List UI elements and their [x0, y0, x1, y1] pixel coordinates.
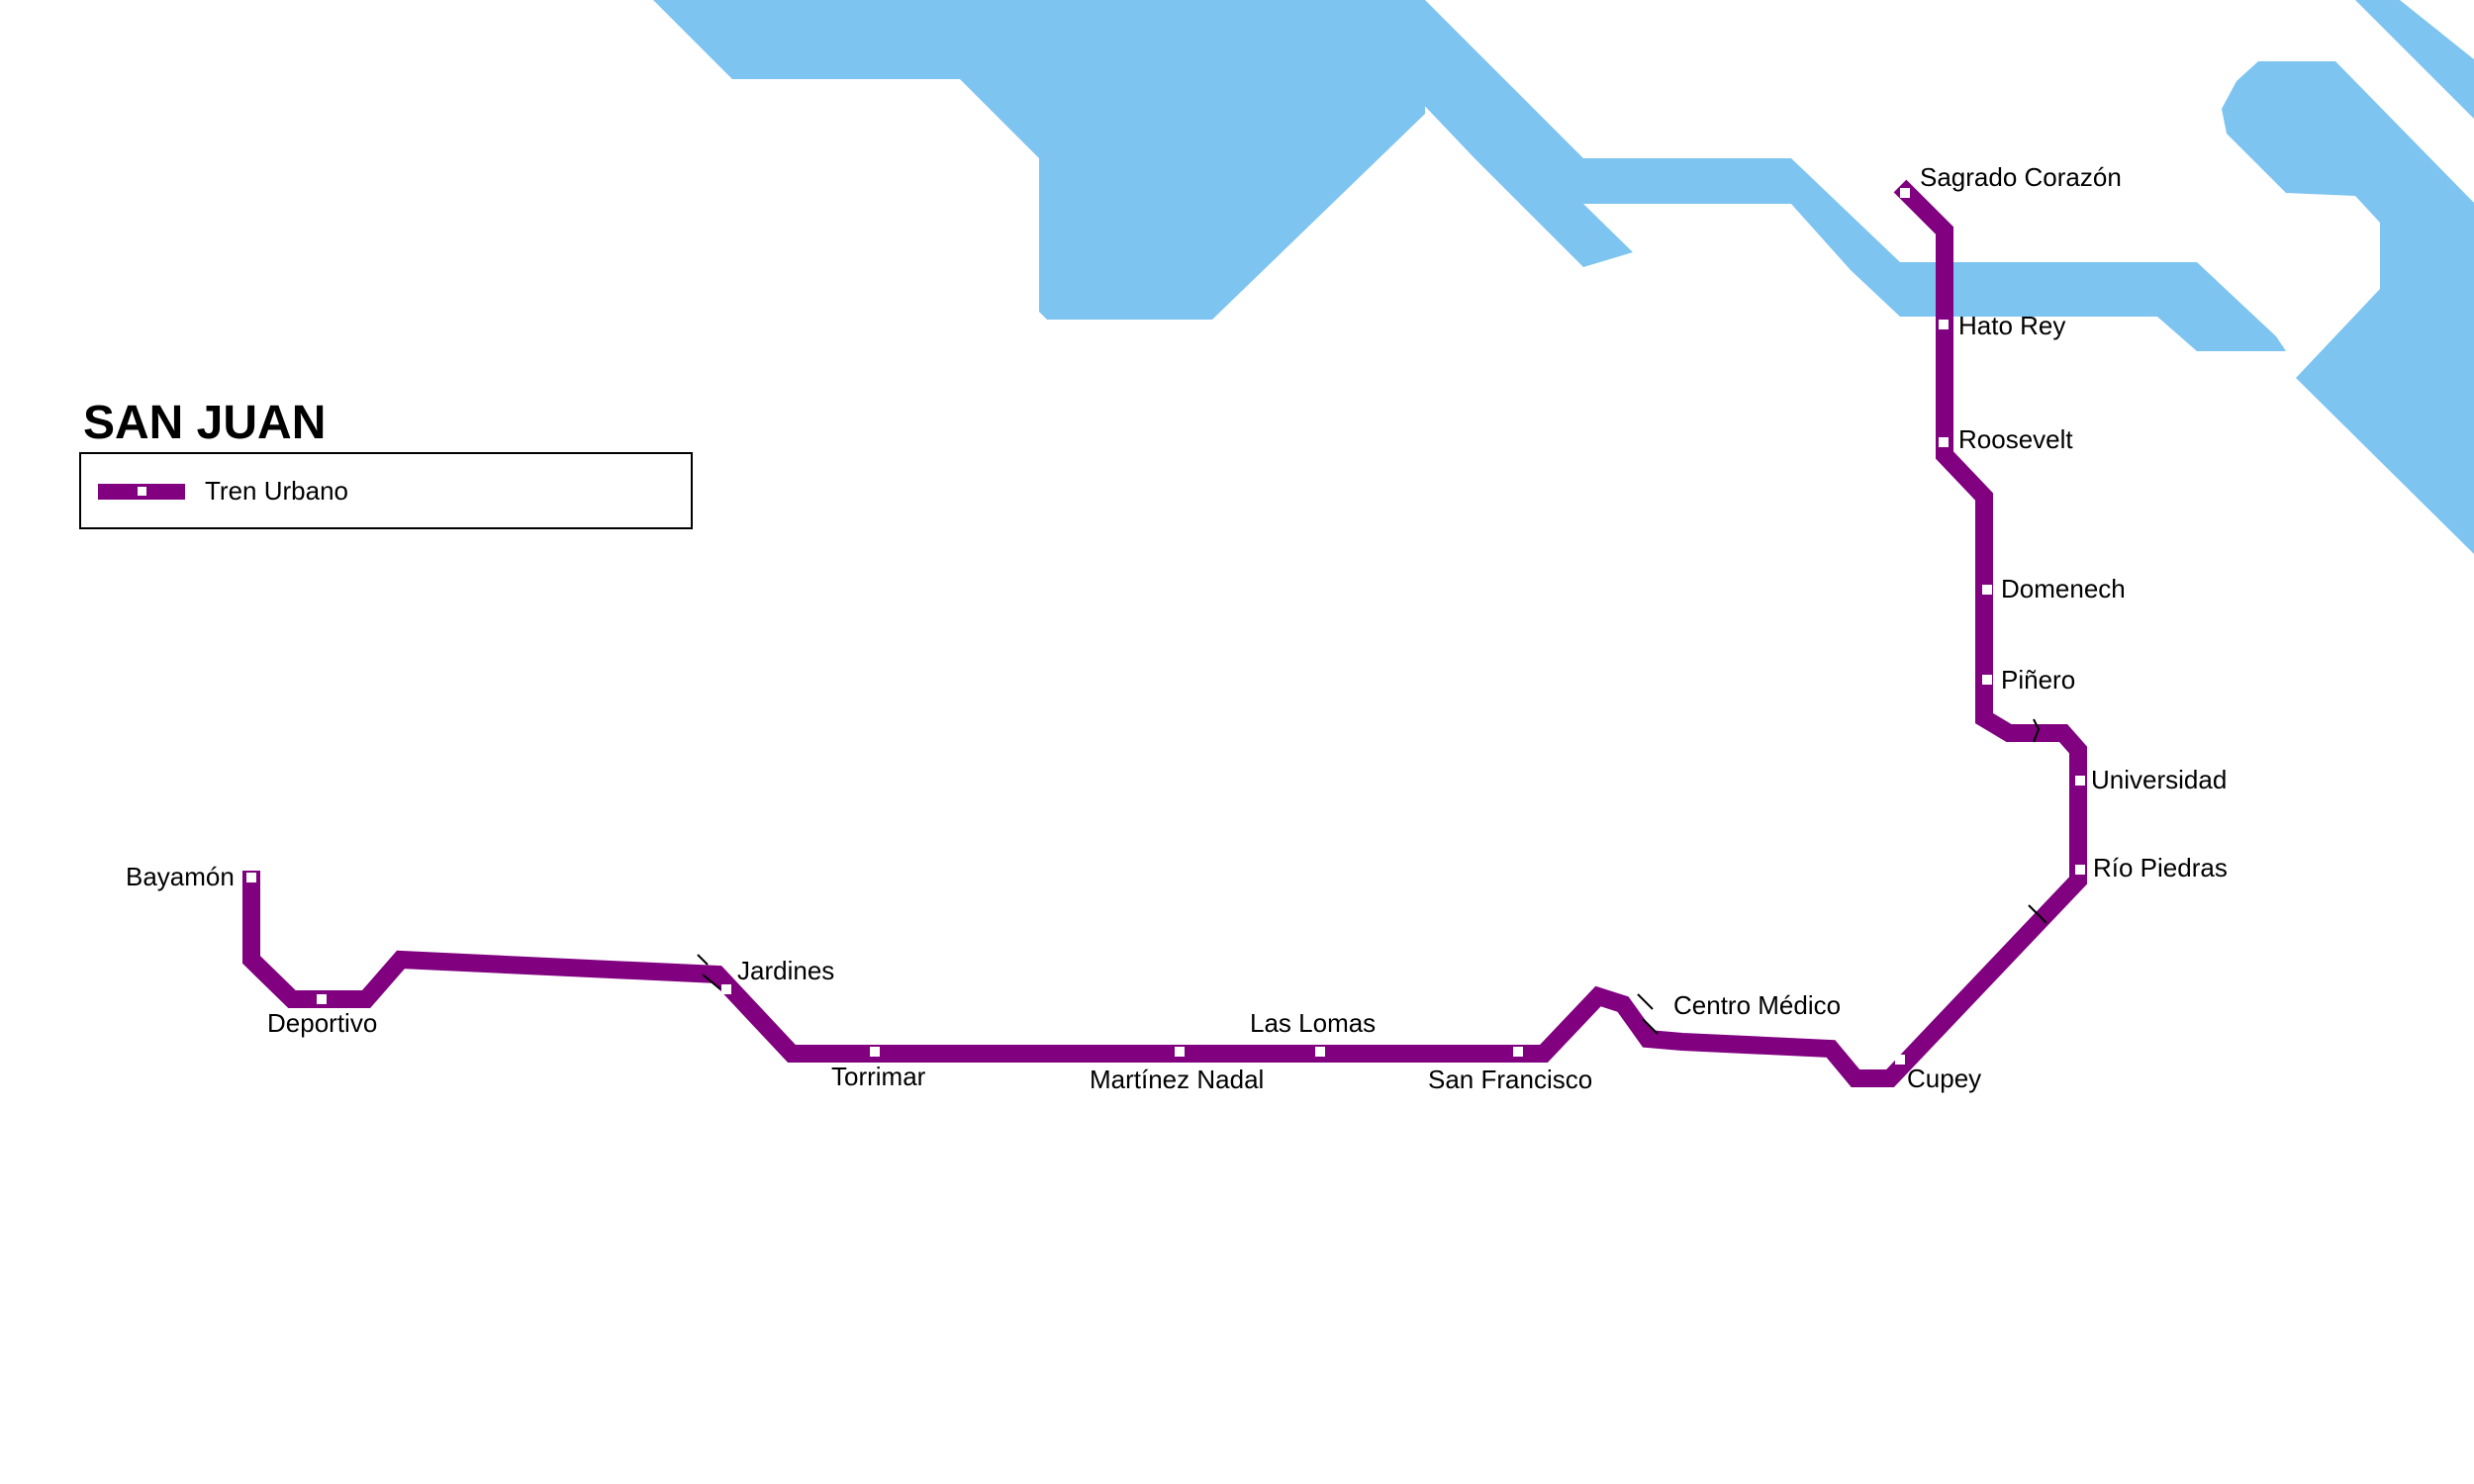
label-cupey: Cupey: [1907, 1064, 1981, 1093]
station-marker-pinero[interactable]: [1982, 675, 1992, 685]
label-hato-rey: Hato Rey: [1958, 311, 2065, 340]
legend-line-label: Tren Urbano: [205, 476, 348, 506]
label-centro-medico: Centro Médico: [1673, 990, 1841, 1020]
label-roosevelt: Roosevelt: [1958, 424, 2073, 454]
label-universidad: Universidad: [2091, 765, 2227, 794]
tunnel-mark-jardines: [697, 954, 721, 990]
station-marker-sagrado-corazon[interactable]: [1900, 188, 1910, 198]
station-marker-bayamon[interactable]: [246, 873, 256, 882]
station-marker-centro-medico[interactable]: [1661, 1021, 1670, 1031]
label-san-francisco: San Francisco: [1428, 1065, 1592, 1094]
label-martinez-nadal: Martínez Nadal: [1090, 1065, 1264, 1094]
station-marker-deportivo[interactable]: [317, 994, 327, 1004]
label-deportivo: Deportivo: [267, 1008, 377, 1038]
station-marker-cupey[interactable]: [1895, 1055, 1905, 1065]
label-rio-piedras: Río Piedras: [2093, 853, 2228, 882]
tren-urbano-line[interactable]: [242, 179, 2087, 1087]
station-markers: [246, 188, 2085, 1065]
label-jardines: Jardines: [737, 956, 834, 985]
station-labels: Sagrado Corazón Hato Rey Roosevelt Domen…: [126, 162, 2228, 1094]
label-domenech: Domenech: [2001, 574, 2126, 603]
tunnel-mark-pinero: [2033, 718, 2041, 743]
water-layer: [653, 0, 2474, 554]
label-torrimar: Torrimar: [831, 1062, 926, 1091]
east-lagoon-water: [2222, 61, 2474, 554]
legend: Tren Urbano: [79, 452, 693, 529]
label-pinero: Piñero: [2001, 665, 2075, 695]
map-title: SAN JUAN: [83, 397, 327, 449]
metro-line-swatch-icon: [98, 484, 185, 500]
station-marker-martinez-nadal[interactable]: [1175, 1047, 1185, 1057]
tunnel-markers: [697, 718, 2047, 1035]
station-marker-hato-rey[interactable]: [1939, 320, 1949, 329]
station-marker-swatch: [138, 487, 146, 496]
station-marker-torrimar[interactable]: [870, 1047, 880, 1057]
bay-water: [653, 0, 1425, 320]
station-marker-las-lomas[interactable]: [1315, 1047, 1325, 1057]
station-marker-jardines[interactable]: [721, 984, 731, 994]
label-las-lomas: Las Lomas: [1250, 1008, 1376, 1038]
station-marker-roosevelt[interactable]: [1939, 437, 1949, 447]
north-east-strip: [2355, 0, 2474, 119]
label-sagrado-corazon: Sagrado Corazón: [1920, 162, 2122, 192]
tunnel-mark-centro-medico: [1637, 993, 1659, 1035]
station-marker-universidad[interactable]: [2075, 776, 2085, 786]
tunnel-mark-rio-piedras: [2028, 904, 2047, 924]
station-marker-domenech[interactable]: [1982, 585, 1992, 595]
label-bayamon: Bayamón: [126, 862, 235, 891]
station-marker-rio-piedras[interactable]: [2075, 865, 2085, 875]
station-marker-san-francisco[interactable]: [1513, 1047, 1523, 1057]
lagoon-channel: [1380, 0, 2286, 351]
